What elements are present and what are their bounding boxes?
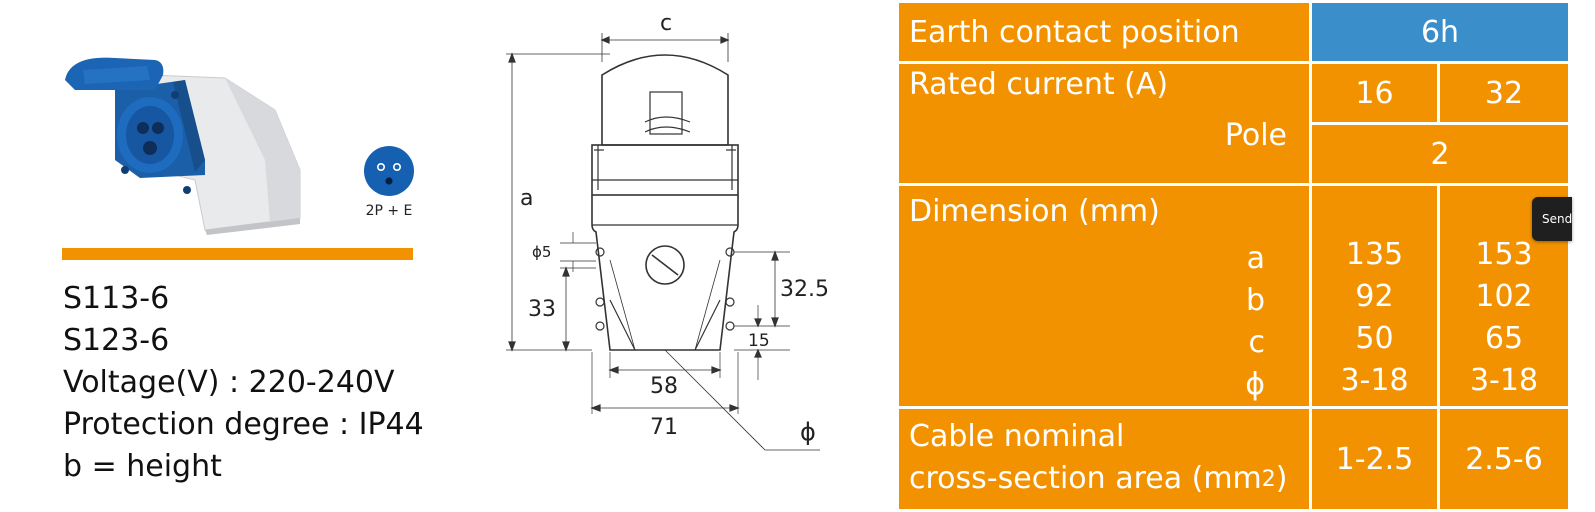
dim-a-32: 153 [1475, 237, 1533, 272]
pin-configuration-label: 2P + E [365, 203, 413, 219]
model-number-2: S123-6 [63, 323, 170, 358]
pole-label: Pole [1224, 118, 1287, 153]
dim-c-32: 65 [1484, 321, 1524, 356]
drawing-label-58: 58 [650, 374, 678, 399]
voltage-spec: Voltage(V) : 220-240V [63, 365, 395, 400]
earth-contact-label: Earth contact position [899, 3, 1309, 61]
dim-phi-16: 3-18 [1340, 363, 1409, 398]
spec-table: Earth contact position 6h Rated current … [896, 0, 1571, 512]
cable-label-superscript: 2 [1261, 466, 1276, 492]
cable-value-16: 1-2.5 [1312, 409, 1437, 509]
dim-b-16: 92 [1355, 279, 1394, 314]
dimension-key-b: b [1245, 283, 1265, 318]
drawing-label-phi: ϕ [800, 418, 816, 446]
drawing-label-c: c [660, 11, 672, 36]
product-photo [65, 57, 301, 235]
rated-current-pole-cell: Rated current (A) Pole [899, 64, 1309, 183]
table-row: Rated current (A) Pole 16 32 [899, 64, 1569, 183]
dimension-key-c: c [1248, 325, 1266, 360]
dimension-label: Dimension (mm) [909, 194, 1160, 229]
table-row: Cable nominal cross-section area (mm2) 1… [899, 409, 1569, 509]
drawing-label-32-5: 32.5 [780, 277, 829, 302]
rated-current-16: 16 [1312, 64, 1437, 122]
drawing-label-phi5: ϕ5 [532, 243, 551, 261]
drawing-label-a: a [520, 186, 533, 211]
dim-c-16: 50 [1355, 321, 1394, 356]
dim-phi-32: 3-18 [1469, 363, 1539, 398]
protection-spec: Protection degree : IP44 [63, 407, 424, 442]
dimension-cell: Dimension (mm) a b c ϕ [899, 186, 1309, 406]
cable-label-line1: Cable nominal [909, 418, 1125, 454]
cable-value-32: 2.5-6 [1440, 409, 1569, 509]
rated-current-label: Rated current (A) [909, 67, 1169, 102]
cable-label-line2: cross-section area (mm2) [909, 458, 1309, 503]
drawing-label-15: 15 [748, 331, 770, 351]
height-note: b = height [63, 449, 222, 484]
dimension-drawing: c a ϕ5 33 32.5 15 58 71 ϕ [506, 11, 829, 451]
dimension-key-phi: ϕ [1245, 367, 1265, 402]
cable-label-text: cross-section area (mm [909, 460, 1262, 496]
model-number-1: S113-6 [63, 281, 170, 316]
cable-label-paren: ) [1275, 460, 1288, 496]
table-row: 2 [899, 125, 1569, 183]
pole-value: 2 [1312, 125, 1569, 183]
pin-configuration-icon [364, 146, 414, 196]
earth-contact-value: 6h [1312, 3, 1569, 61]
dim-a-16: 135 [1345, 237, 1404, 272]
dimension-key-a: a [1246, 241, 1265, 276]
send-button[interactable]: Send [1532, 197, 1572, 241]
dim-b-32: 102 [1475, 279, 1533, 314]
drawing-label-33: 33 [528, 297, 556, 322]
orange-divider [62, 248, 413, 260]
table-row: Dimension (mm) a b c ϕ 135 92 50 3-18 15… [899, 186, 1569, 406]
rated-current-32: 32 [1440, 64, 1569, 122]
drawing-label-71: 71 [650, 415, 678, 440]
cable-cell: Cable nominal cross-section area (mm2) [899, 409, 1309, 509]
table-row: Earth contact position 6h [899, 3, 1569, 61]
dimension-values-16a: 135 92 50 3-18 [1312, 186, 1437, 406]
